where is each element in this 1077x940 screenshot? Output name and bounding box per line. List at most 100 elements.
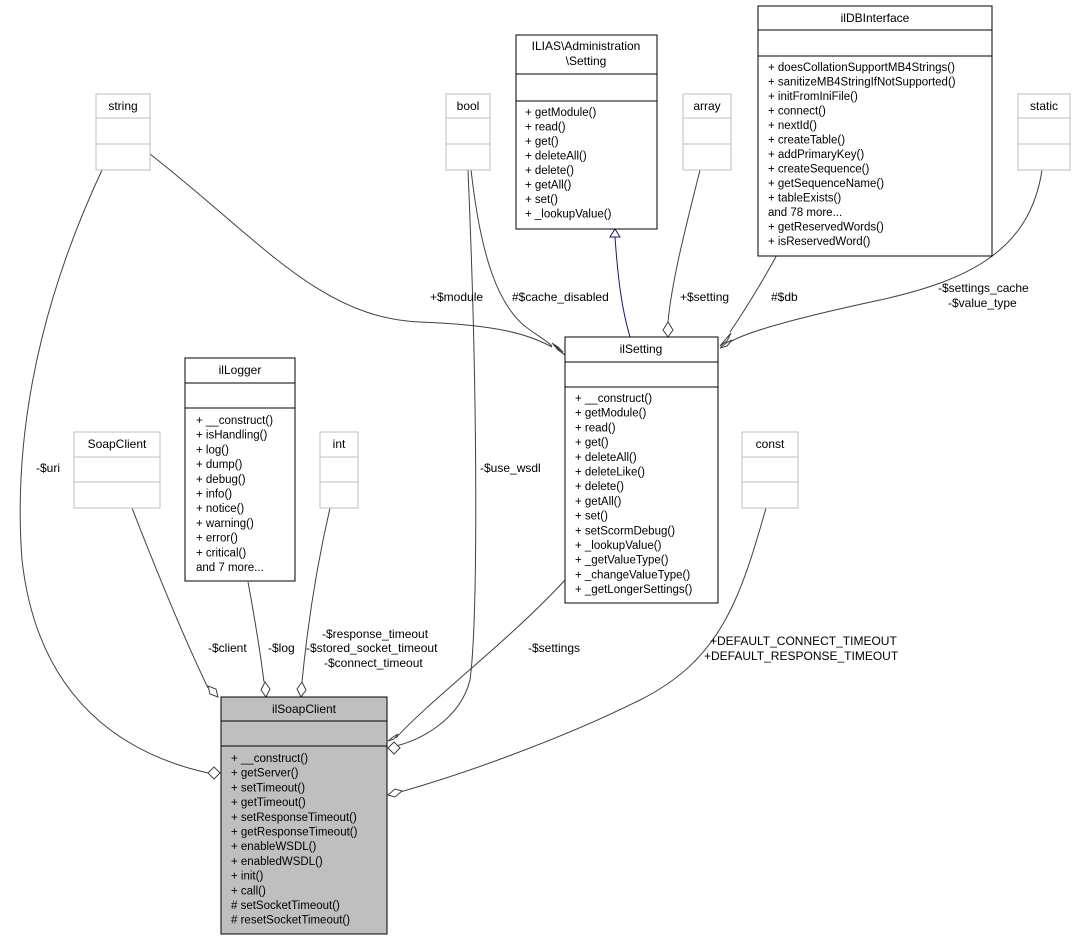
- ilsetting-member: + getModule(): [575, 408, 646, 420]
- label-stored-socket-timeout: -$stored_socket_timeout: [306, 641, 438, 655]
- ilsoapclient-member: + __construct(): [231, 753, 308, 765]
- class-bool[interactable]: bool: [445, 93, 491, 171]
- illogger-member: + notice(): [196, 503, 244, 515]
- ilsoapclient-member: + getResponseTimeout(): [231, 827, 358, 839]
- ildbinterface-member: + sanitizeMB4StringIfNotSupported(): [768, 77, 956, 89]
- illogger-member: + warning(): [196, 518, 254, 530]
- ilsetting-member: + set(): [575, 511, 608, 523]
- class-ilsetting[interactable]: ilSetting + __construct() + getModule() …: [564, 336, 719, 604]
- label-response-timeout: -$response_timeout: [322, 627, 429, 641]
- diamond-uri: [207, 766, 221, 780]
- ildbinterface-member: + nextId(): [768, 120, 817, 132]
- ilsetting-member: + delete(): [575, 481, 624, 493]
- class-illogger[interactable]: ilLogger + __construct() + isHandling() …: [184, 357, 296, 582]
- ildbinterface-member: + getSequenceName(): [768, 178, 884, 190]
- class-admin-setting[interactable]: ILIAS\Administration \Setting + getModul…: [515, 34, 658, 230]
- label-setting: +$setting: [680, 290, 729, 304]
- admin-setting-member: + deleteAll(): [525, 151, 587, 163]
- ilsoapclient-member: # setSocketTimeout(): [231, 900, 340, 912]
- label-db: #$db: [771, 290, 798, 304]
- class-array-title: array: [693, 99, 720, 113]
- ilsetting-member: + deleteAll(): [575, 452, 637, 464]
- diamond-settings-cache: [719, 339, 733, 349]
- admin-setting-member: + get(): [525, 136, 559, 148]
- label-connect-timeout: -$connect_timeout: [324, 656, 423, 670]
- label-settings: -$settings: [528, 641, 580, 655]
- ilsoapclient-member: + setTimeout(): [231, 782, 305, 794]
- ildbinterface-member: + initFromIniFile(): [768, 91, 858, 103]
- admin-setting-member: + read(): [525, 122, 566, 134]
- class-string[interactable]: string: [95, 93, 151, 171]
- diamond-settings: [387, 733, 399, 742]
- ilsetting-member: + _getValueType(): [575, 555, 669, 567]
- ildbinterface-member: + createSequence(): [768, 164, 869, 176]
- ilsoapclient-member: + call(): [231, 885, 266, 897]
- class-static[interactable]: static: [1017, 93, 1071, 171]
- diamond-const: [386, 788, 404, 798]
- illogger-member: + critical(): [196, 547, 246, 559]
- edge-settings: [395, 579, 566, 739]
- ilsetting-member: + _changeValueType(): [575, 569, 690, 581]
- diamond-use-wsdl: [387, 741, 401, 755]
- label-cache-disabled: #$cache_disabled: [512, 290, 609, 304]
- admin-setting-member: + _lookupValue(): [525, 209, 612, 221]
- class-soapclient-title: SoapClient: [88, 437, 147, 451]
- aggregation-diamonds: [207, 321, 733, 798]
- edge-labels: +$module #$cache_disabled +$setting #$db…: [36, 281, 1029, 670]
- label-client: -$client: [208, 641, 247, 655]
- illogger-member: + isHandling(): [196, 430, 267, 442]
- ilsoapclient-member: + init(): [231, 871, 263, 883]
- ilsetting-member: + read(): [575, 422, 616, 434]
- class-admin-setting-title-2: \Setting: [566, 54, 607, 68]
- label-module: +$module: [430, 290, 483, 304]
- class-int[interactable]: int: [319, 431, 359, 509]
- class-const-title: const: [756, 437, 785, 451]
- edge-client: [131, 507, 209, 689]
- class-ilsoapclient[interactable]: ilSoapClient + __construct() + getServer…: [220, 696, 388, 935]
- admin-setting-member: + getAll(): [525, 180, 572, 192]
- ilsoapclient-member: + enabledWSDL(): [231, 856, 323, 868]
- admin-setting-member: + set(): [525, 194, 558, 206]
- edge-cache-disabled: [469, 159, 553, 347]
- class-ildbinterface[interactable]: ilDBInterface + doesCollationSupportMB4S…: [757, 5, 993, 257]
- inheritance-arrowhead: [609, 228, 621, 238]
- label-default-response-timeout: +DEFAULT_RESPONSE_TIMEOUT: [704, 649, 899, 663]
- edge-uri: [19, 169, 209, 774]
- illogger-member: + error(): [196, 533, 238, 545]
- class-ilsetting-title: ilSetting: [620, 342, 663, 356]
- ilsetting-member: + __construct(): [575, 393, 652, 405]
- ilsetting-member: + _lookupValue(): [575, 540, 662, 552]
- ilsetting-member: + get(): [575, 437, 609, 449]
- label-value-type: -$value_type: [948, 296, 1017, 310]
- illogger-member: + info(): [196, 489, 232, 501]
- class-soapclient[interactable]: SoapClient: [73, 431, 161, 509]
- class-ilsoapclient-title: ilSoapClient: [272, 702, 337, 716]
- edge-settings-cache: [729, 169, 1043, 343]
- class-illogger-title: ilLogger: [219, 363, 262, 377]
- illogger-member: and 7 more...: [196, 562, 264, 574]
- class-int-title: int: [333, 437, 346, 451]
- class-const[interactable]: const: [741, 431, 799, 509]
- ilsoapclient-member: + getTimeout(): [231, 797, 306, 809]
- class-ildbinterface-title: ilDBInterface: [841, 11, 910, 25]
- ildbinterface-member: + getReservedWords(): [768, 222, 884, 234]
- edge-const: [399, 507, 767, 793]
- edge-use-wsdl: [395, 169, 477, 747]
- admin-setting-member: + delete(): [525, 165, 574, 177]
- ildbinterface-member: + createTable(): [768, 135, 845, 147]
- diamond-setting: [662, 321, 674, 338]
- illogger-member: + dump(): [196, 459, 243, 471]
- ildbinterface-member: and 78 more...: [768, 207, 842, 219]
- edge-inheritance: [614, 236, 631, 338]
- class-array[interactable]: array: [682, 93, 732, 171]
- edge-int: [301, 507, 331, 683]
- diamond-log: [260, 681, 271, 698]
- ildbinterface-member: + tableExists(): [768, 193, 841, 205]
- ilsoapclient-member: + enableWSDL(): [231, 841, 316, 853]
- illogger-member: + __construct(): [196, 415, 273, 427]
- edge-log: [247, 581, 265, 683]
- class-admin-setting-title-1: ILIAS\Administration: [532, 39, 641, 53]
- edge-module: [149, 153, 553, 348]
- ilsoapclient-member: # resetSocketTimeout(): [231, 915, 350, 927]
